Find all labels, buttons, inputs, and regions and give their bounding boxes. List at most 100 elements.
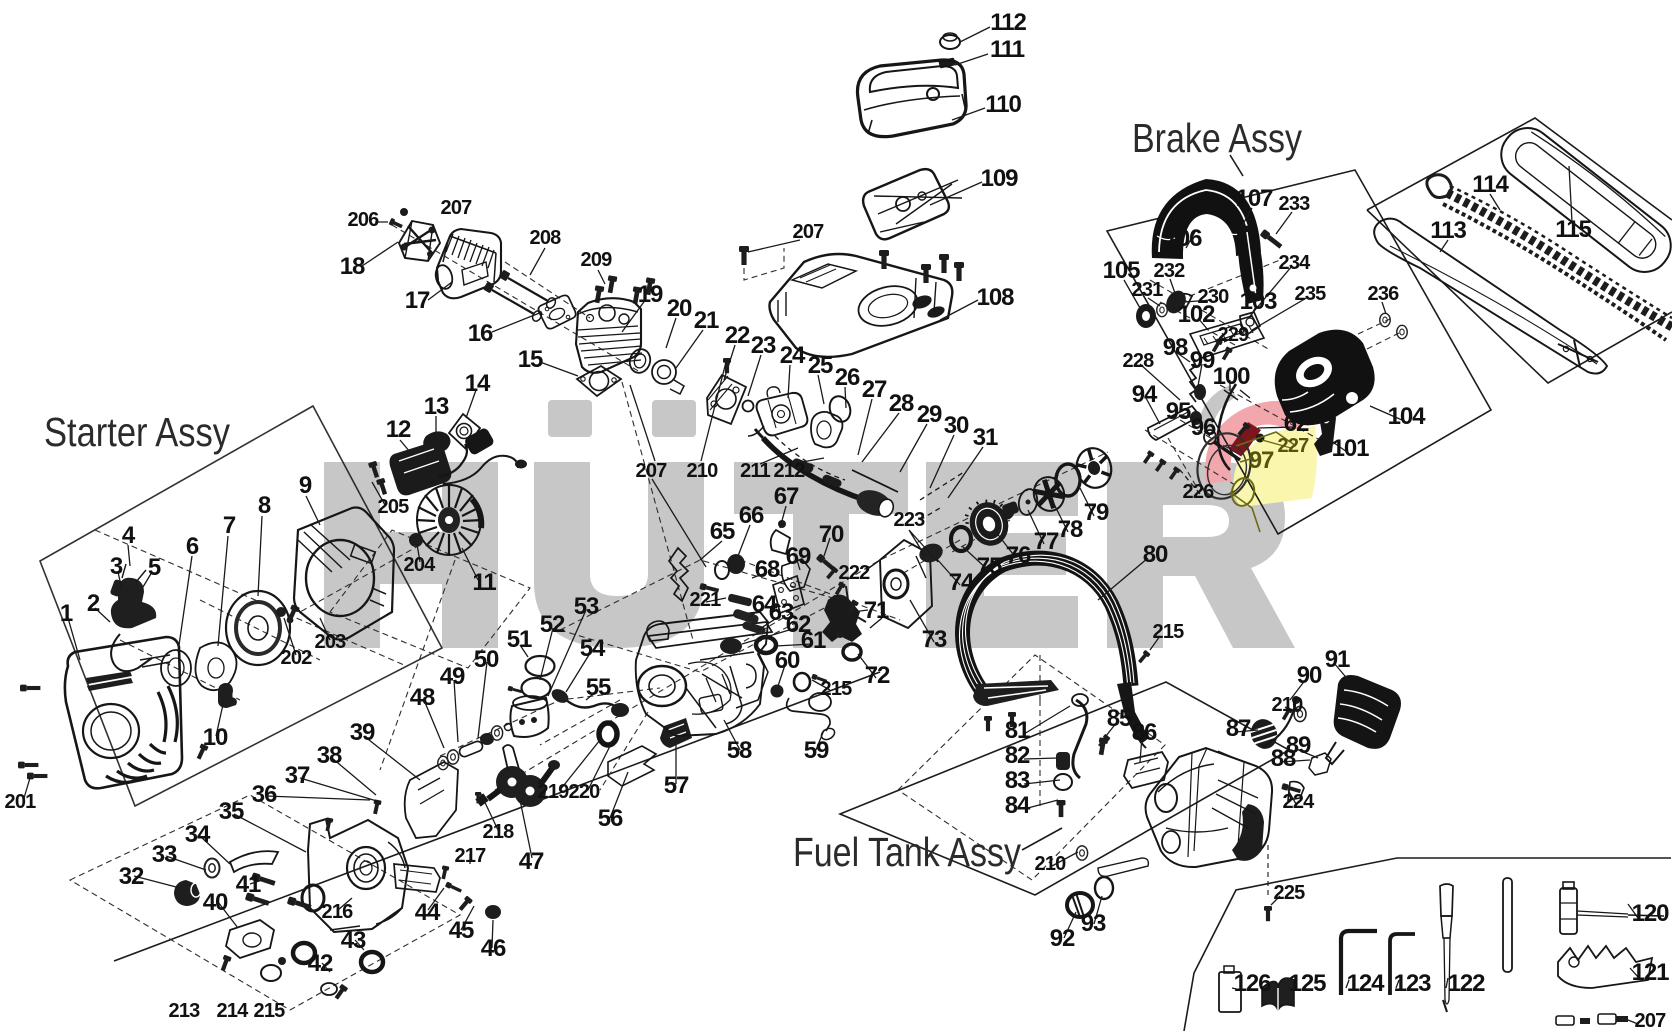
svg-text:201: 201: [5, 791, 37, 813]
svg-text:10: 10: [203, 724, 228, 751]
svg-text:121: 121: [1632, 959, 1669, 986]
svg-text:46: 46: [481, 935, 506, 962]
svg-text:8: 8: [258, 492, 271, 519]
svg-text:114: 114: [1472, 171, 1509, 198]
svg-text:215: 215: [821, 678, 853, 700]
svg-text:81: 81: [1005, 717, 1030, 744]
svg-text:217: 217: [455, 845, 487, 867]
svg-text:89: 89: [1286, 732, 1311, 759]
svg-text:67: 67: [774, 483, 799, 510]
svg-text:124: 124: [1347, 970, 1385, 997]
svg-text:76: 76: [1006, 542, 1031, 569]
svg-text:230: 230: [1198, 286, 1230, 308]
svg-text:33: 33: [152, 841, 177, 868]
svg-text:31: 31: [973, 424, 998, 451]
svg-text:106: 106: [1165, 225, 1202, 252]
svg-text:66: 66: [739, 502, 764, 529]
svg-text:32: 32: [119, 863, 144, 890]
svg-text:210: 210: [1272, 694, 1304, 716]
svg-text:102: 102: [1178, 301, 1215, 328]
svg-text:204: 204: [404, 554, 437, 576]
svg-text:Starter Assy: Starter Assy: [44, 409, 230, 455]
svg-text:84: 84: [1005, 792, 1031, 819]
svg-text:225: 225: [1274, 882, 1306, 904]
svg-text:109: 109: [981, 165, 1018, 192]
svg-text:21: 21: [694, 307, 719, 334]
svg-text:234: 234: [1279, 252, 1312, 274]
svg-text:103: 103: [1240, 288, 1277, 315]
svg-text:34: 34: [185, 821, 211, 848]
svg-text:53: 53: [574, 593, 599, 620]
svg-text:232: 232: [1154, 260, 1186, 282]
svg-text:216: 216: [322, 901, 354, 923]
svg-text:24: 24: [780, 342, 806, 369]
svg-text:226: 226: [1183, 481, 1215, 503]
svg-text:1: 1: [60, 600, 73, 627]
svg-text:120: 120: [1632, 900, 1669, 927]
svg-text:219: 219: [538, 781, 570, 803]
svg-text:97: 97: [1249, 447, 1274, 474]
svg-text:25: 25: [808, 352, 833, 379]
svg-text:115: 115: [1555, 216, 1591, 243]
svg-text:207: 207: [793, 221, 825, 243]
svg-text:236: 236: [1368, 283, 1400, 305]
svg-text:47: 47: [519, 848, 544, 875]
svg-text:205: 205: [378, 496, 410, 518]
svg-text:210: 210: [1035, 853, 1067, 875]
svg-text:71: 71: [864, 597, 889, 624]
svg-text:18: 18: [340, 253, 365, 280]
svg-text:107: 107: [1236, 185, 1273, 212]
svg-text:110: 110: [985, 91, 1021, 118]
svg-text:94: 94: [1132, 381, 1158, 408]
svg-text:38: 38: [317, 742, 342, 769]
svg-text:51: 51: [507, 626, 532, 653]
svg-text:214: 214: [217, 1000, 250, 1022]
svg-text:104: 104: [1388, 403, 1426, 430]
svg-text:73: 73: [922, 626, 947, 653]
svg-text:202: 202: [281, 647, 313, 669]
svg-text:99: 99: [1190, 347, 1215, 374]
svg-text:207: 207: [636, 460, 668, 482]
svg-text:233: 233: [1279, 193, 1311, 215]
svg-text:45: 45: [449, 917, 474, 944]
svg-text:23: 23: [751, 332, 776, 359]
svg-text:22: 22: [725, 322, 750, 349]
svg-text:26: 26: [835, 364, 860, 391]
svg-text:224: 224: [1283, 791, 1316, 813]
svg-text:12: 12: [386, 416, 411, 443]
svg-text:13: 13: [424, 393, 449, 420]
svg-text:64: 64: [752, 591, 778, 618]
svg-text:206: 206: [348, 209, 380, 231]
svg-text:27: 27: [862, 376, 887, 403]
svg-text:11: 11: [472, 569, 496, 596]
svg-text:5: 5: [148, 554, 161, 581]
svg-text:108: 108: [977, 284, 1014, 311]
svg-text:40: 40: [203, 889, 228, 916]
svg-text:61: 61: [801, 627, 826, 654]
svg-text:208: 208: [530, 227, 562, 249]
svg-text:57: 57: [664, 772, 689, 799]
svg-text:83: 83: [1005, 767, 1030, 794]
svg-text:235: 235: [1295, 283, 1327, 305]
svg-text:55: 55: [586, 674, 611, 701]
svg-text:105: 105: [1103, 257, 1140, 284]
svg-text:101: 101: [1332, 435, 1369, 462]
svg-text:4: 4: [122, 522, 136, 549]
svg-text:75: 75: [977, 553, 1002, 580]
svg-text:209: 209: [581, 249, 613, 271]
svg-text:30: 30: [944, 412, 969, 439]
svg-text:227: 227: [1278, 435, 1310, 457]
svg-text:98: 98: [1163, 334, 1188, 361]
svg-text:111: 111: [990, 36, 1025, 63]
svg-text:74: 74: [949, 569, 975, 596]
svg-text:218: 218: [483, 821, 515, 843]
svg-text:228: 228: [1123, 350, 1155, 372]
svg-text:87: 87: [1226, 715, 1251, 742]
svg-text:65: 65: [710, 518, 735, 545]
svg-text:85: 85: [1107, 705, 1132, 732]
svg-text:125: 125: [1289, 970, 1326, 997]
svg-text:221: 221: [690, 589, 722, 611]
svg-text:91: 91: [1325, 646, 1350, 673]
svg-text:82: 82: [1005, 742, 1030, 769]
svg-text:62: 62: [786, 611, 811, 638]
